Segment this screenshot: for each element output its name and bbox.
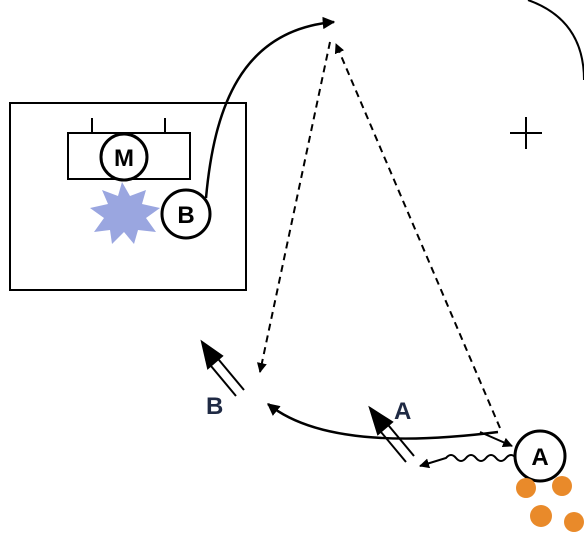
arrow-into-a [479,431,513,447]
dashed-arrow-a-to-top [334,43,501,429]
box-area [9,102,247,291]
dashed-arrow-top-to-left [256,41,331,373]
player-b: B [160,188,212,240]
player-m-label: M [114,145,134,172]
run-arrow-b-to-top [204,16,336,199]
wavy-arrow-a [419,454,517,469]
curved-arrow-a-to-left [267,403,499,440]
player-b-label: B [177,202,194,229]
pass-arrow-a [368,405,415,463]
pass-label-a: A [394,398,411,425]
player-a: A [513,429,567,483]
cone-icon [516,476,584,532]
plus-icon [510,117,542,149]
pass-arrow-b [200,339,245,397]
player-m: M [99,132,149,182]
field-boundary-arc [527,0,584,81]
player-a-label: A [531,444,548,471]
burst-icon [90,182,160,244]
pass-label-b: B [206,393,223,420]
